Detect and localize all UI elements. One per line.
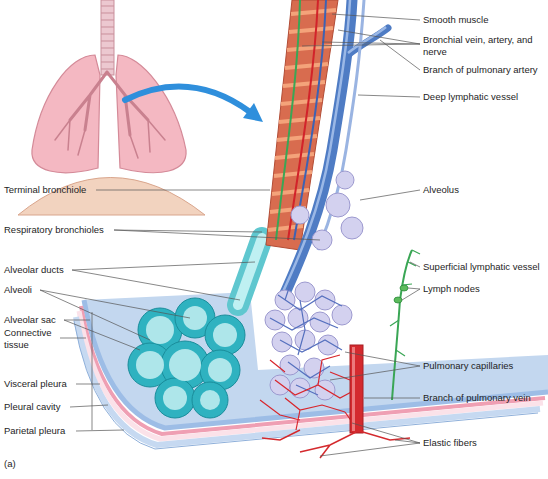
alveolus [272, 332, 292, 352]
part-label: Lymph nodes [423, 283, 480, 295]
zoom-arrowhead [243, 103, 263, 122]
leader-lines-right [302, 14, 420, 456]
part-label: Branch of pulmonary vein [423, 392, 531, 404]
part-label: Terminal bronchiole [4, 184, 86, 196]
alveolus [291, 206, 309, 224]
alveolus [310, 312, 330, 332]
part-label: Branch of pulmonary artery [423, 64, 538, 76]
alveolar-sac [128, 298, 245, 418]
alveolus [270, 375, 290, 395]
part-label: Alveolar ducts [4, 264, 64, 276]
part-label: Deep lymphatic vessel [423, 91, 518, 103]
alveolus [341, 217, 363, 239]
deep-lymphatic-vessel [318, 0, 364, 250]
alveolus-lumen [163, 386, 187, 410]
alveolus-lumen [136, 351, 164, 379]
alveolus-lumen [200, 390, 220, 410]
bronchial-nerve [276, 0, 300, 240]
lymph-node [400, 285, 408, 291]
part-label: Connective tissue [4, 327, 58, 351]
alveolar-duct-lumen [238, 238, 262, 305]
part-label: Alveolar sac [4, 314, 56, 326]
part-label: Smooth muscle [423, 14, 488, 26]
part-label: Visceral pleura [4, 378, 67, 390]
alveolus [288, 308, 308, 328]
part-label: Superficial lymphatic vessel [423, 261, 540, 273]
alveolus [326, 193, 350, 217]
part-label: Parietal pleura [4, 425, 65, 437]
alveolus [336, 171, 354, 189]
diaphragm [18, 178, 205, 216]
pulmonary-capillaries-blue [270, 285, 342, 395]
alveolus-cut [192, 382, 228, 418]
alveolus-lumen [208, 358, 232, 382]
part-label: Bronchial vein, artery, and nerve [423, 34, 535, 58]
alveolus-lumen [169, 349, 201, 381]
zoom-arrow [125, 87, 250, 112]
lymph-node [394, 297, 402, 303]
terminal-bronchiole [266, 0, 338, 250]
pulmonary-capillaries-red [260, 355, 355, 430]
bronchi [70, 72, 148, 135]
alveolus [332, 305, 352, 325]
alveolus [290, 378, 310, 398]
alveolar-duct [238, 238, 262, 305]
left-lung [32, 55, 100, 173]
alveolar-lumens [136, 306, 237, 410]
vein-highlight [352, 347, 355, 431]
part-label: Pleural cavity [4, 401, 61, 413]
alveolus-cut [155, 378, 195, 418]
alveolus-lumen [146, 316, 174, 344]
trachea [101, 0, 114, 75]
part-label: Alveoli [4, 284, 32, 296]
alveolus-cut [205, 315, 245, 355]
pleural-cavity-band [79, 311, 543, 439]
tracheal-rings [101, 6, 114, 69]
lymphatic-branches [390, 250, 420, 356]
part-label: Pulmonary capillaries [423, 360, 513, 372]
alveolus [280, 355, 300, 375]
pulmonary-vein [350, 345, 363, 433]
part-label: Elastic fibers [423, 437, 477, 449]
alveolus-lumen [183, 306, 207, 330]
figure-letter: (a) [4, 458, 16, 470]
alveolus [295, 282, 315, 302]
part-label: Alveolus [423, 184, 459, 196]
alveoli-cluster [265, 171, 363, 400]
alveolus [315, 290, 335, 310]
alveolus [265, 310, 285, 330]
bronchioles-inset [55, 120, 165, 158]
part-label: Respiratory bronchioles [4, 224, 104, 236]
alveolus [318, 335, 338, 355]
superficial-lymphatic-vessel [392, 250, 412, 400]
alveolus-lumen [213, 323, 237, 347]
